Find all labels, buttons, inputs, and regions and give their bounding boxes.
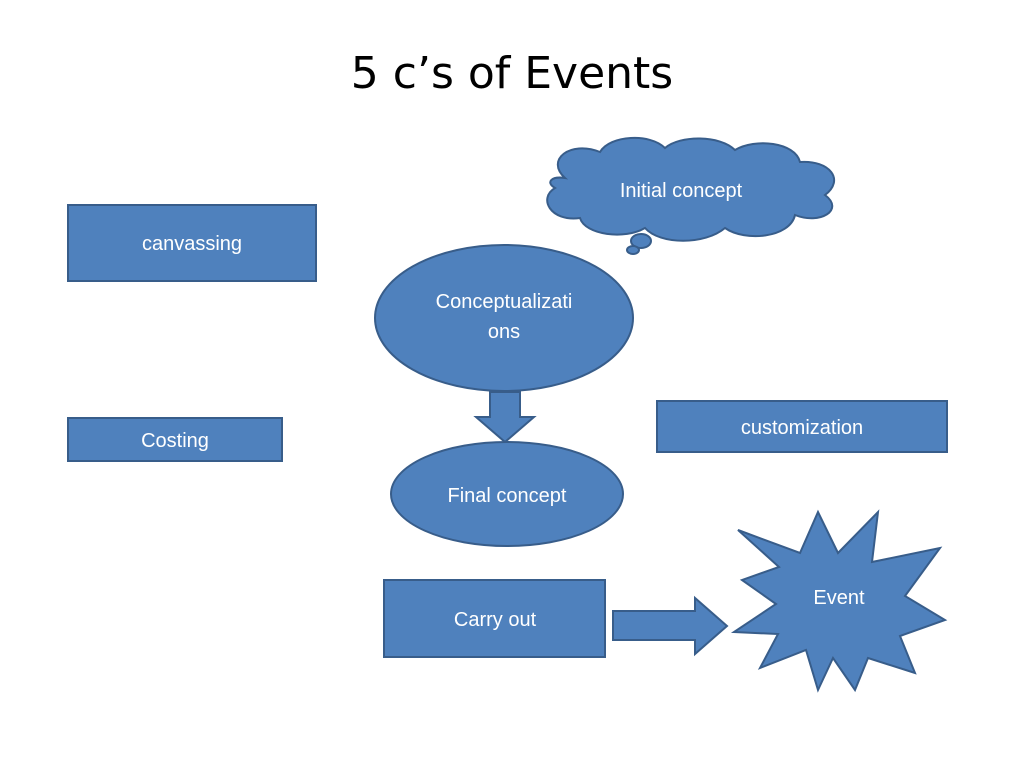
right-arrow-icon xyxy=(612,595,729,657)
canvassing-label: canvassing xyxy=(142,233,242,255)
initial-concept-label: Initial concept xyxy=(620,180,743,202)
initial-concept-cloud: Initial concept xyxy=(546,136,836,255)
costing-box: Costing xyxy=(67,417,283,462)
customization-box: customization xyxy=(656,400,948,453)
cloud-tail-small xyxy=(626,245,640,255)
cloud-tail-large xyxy=(630,233,652,249)
svg-text:Conceptualizati: Conceptualizati xyxy=(436,291,573,313)
event-explosion: Event xyxy=(730,509,948,693)
final-concept-ellipse: Final concept xyxy=(390,441,624,547)
slide-title: 5 c’s of Events xyxy=(350,48,674,99)
conceptualizations-ellipse: Conceptualizati ons xyxy=(374,244,634,392)
event-label: Event xyxy=(813,587,865,609)
down-arrow-icon xyxy=(473,391,537,444)
carry-out-label: Carry out xyxy=(454,609,537,631)
svg-text:ons: ons xyxy=(488,321,520,343)
final-concept-label: Final concept xyxy=(448,485,567,507)
customization-label: customization xyxy=(741,417,863,439)
conceptualizations-label-line1: Conceptualizati xyxy=(436,291,573,313)
conceptualizations-label-line2: ons xyxy=(488,321,520,343)
canvassing-box: canvassing xyxy=(67,204,317,282)
carry-out-box: Carry out xyxy=(383,579,606,658)
costing-label: Costing xyxy=(141,430,209,452)
